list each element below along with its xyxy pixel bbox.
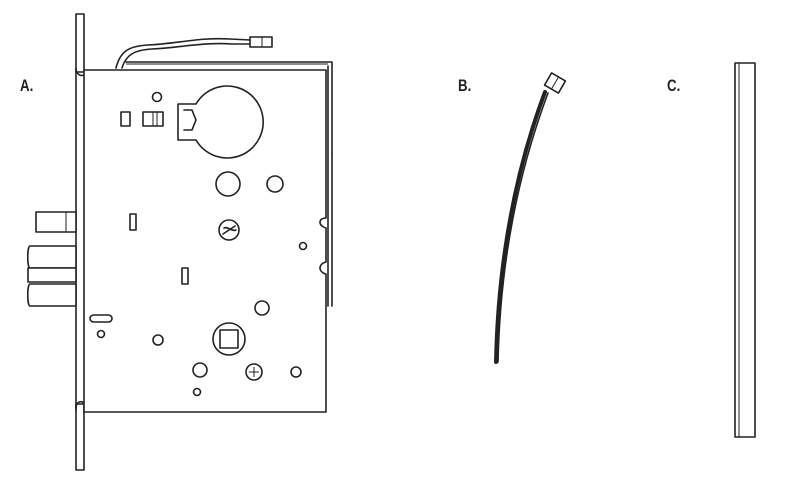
lock-lower-features [89,300,302,397]
mortise-lock-body-icon [26,13,333,471]
lock-case-body [83,69,327,413]
lock-bolts [26,211,77,307]
wire-harness-icon [494,72,567,364]
lock-case-back [125,61,333,307]
label-a: A. [20,76,34,95]
label-b: B. [458,76,472,95]
lock-upper-features [120,91,284,197]
lock-hub [177,85,264,159]
lock-top-wire [115,36,273,69]
label-c: C. [667,76,681,95]
lock-middle-features [129,213,308,285]
faceplate-strip-icon [734,62,756,438]
